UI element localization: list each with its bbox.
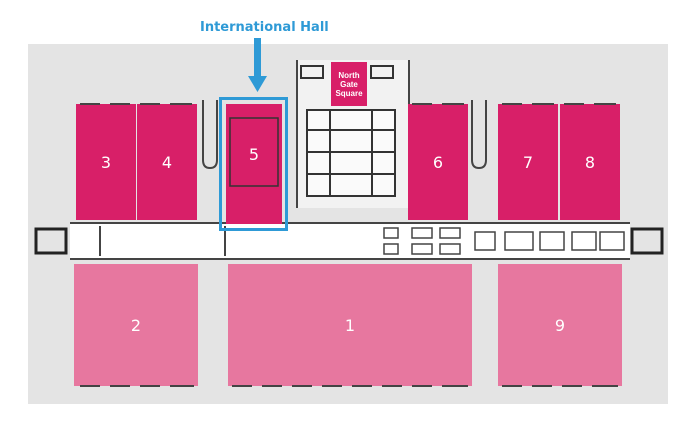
hall-4[interactable]: 4 (137, 104, 197, 220)
arrow-down-icon (248, 38, 267, 92)
hall-7[interactable]: 7 (498, 104, 558, 220)
hall-6[interactable]: 6 (408, 104, 468, 220)
hall-8[interactable]: 8 (560, 104, 620, 220)
international-hall-highlight (219, 97, 288, 231)
international-hall-annotation: International Hall (200, 20, 329, 35)
hall-9[interactable]: 9 (498, 264, 622, 386)
central-corridor (70, 222, 630, 260)
north-gate-square-label: North Gate Square (331, 62, 367, 106)
hall-5[interactable]: 5 (226, 104, 282, 224)
